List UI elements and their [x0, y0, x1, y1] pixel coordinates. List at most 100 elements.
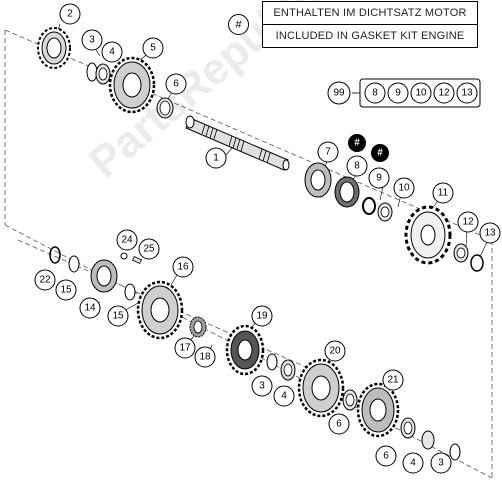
screw-24 [120, 252, 128, 260]
part-callout-1: 1 [205, 147, 227, 169]
washer-15-left [68, 255, 80, 273]
hash-mark-label: # [377, 148, 383, 159]
kit-part-label: 13 [461, 88, 473, 99]
needle-bearing-18 [189, 316, 207, 338]
part-callout-18: 18 [194, 346, 216, 368]
gear-2 [37, 27, 71, 69]
part-callout-19: 19 [251, 305, 273, 327]
part-callout-label: 20 [329, 346, 341, 357]
part-callout-14: 14 [79, 297, 101, 319]
bushing-4-bottom [421, 430, 435, 450]
part-callout-label: 18 [199, 352, 211, 363]
sprocket-11 [404, 205, 452, 265]
part-callout-label: 15 [112, 311, 124, 322]
part-callout-12: 12 [457, 211, 479, 233]
main-shaft-1 [185, 115, 290, 171]
part-callout-label: 15 [60, 285, 72, 296]
part-callout-label: 11 [438, 188, 449, 199]
part-callout-label: 17 [179, 343, 191, 354]
bushing-6-middle [342, 389, 358, 411]
part-callout-4: 4 [273, 385, 295, 407]
kit-part-9: 9 [387, 82, 409, 104]
gear-16 [136, 280, 184, 340]
part-callout-label: 4 [109, 47, 115, 58]
washer-3-bottom [449, 443, 461, 461]
bushing-6-top [156, 97, 174, 119]
part-callout-4: 4 [101, 41, 123, 63]
nut-13 [470, 254, 484, 272]
kit-part-label: 10 [415, 88, 427, 99]
o-ring-9 [362, 197, 376, 215]
bushing-4-middle [280, 359, 296, 381]
legend-divider [263, 24, 477, 25]
bushing-6-bottom [400, 417, 416, 439]
legend-box: ENTHALTEN IM DICHTSATZ MOTOR INCLUDED IN… [262, 1, 478, 48]
part-callout-8: 8 [346, 155, 368, 177]
part-callout-20: 20 [324, 340, 346, 362]
part-callout-label: 4 [410, 458, 416, 469]
part-callout-label: 7 [325, 147, 331, 158]
legend-line-de: ENTHALTEN IM DICHTSATZ MOTOR [273, 7, 467, 19]
part-callout-label: 16 [177, 262, 189, 273]
part-callout-label: 1 [213, 153, 219, 164]
part-callout-3: 3 [430, 452, 452, 474]
bearing-14 [90, 259, 118, 293]
part-callout-6: 6 [328, 413, 350, 435]
pin-25 [131, 255, 143, 265]
part-callout-15: 15 [55, 279, 77, 301]
part-callout-21: 21 [382, 369, 404, 391]
kit-part-10: 10 [410, 82, 432, 104]
kit-part-12: 12 [433, 82, 455, 104]
hash-mark-label: # [354, 138, 360, 149]
part-callout-9: 9 [368, 167, 390, 189]
part-callout-7: 7 [317, 141, 339, 163]
gasket-kit-hash-mark: # [348, 134, 366, 152]
gear-19 [225, 324, 265, 376]
part-callout-2: 2 [59, 3, 81, 25]
part-callout-label: 3 [89, 35, 95, 46]
part-callout-label: 9 [376, 173, 382, 184]
part-callout-10: 10 [393, 177, 415, 199]
part-callout-label: 6 [336, 419, 342, 430]
part-callout-label: 6 [173, 79, 179, 90]
part-callout-label: 19 [256, 311, 268, 322]
part-callout-5: 5 [142, 37, 164, 59]
gear-20 [297, 358, 345, 418]
bushing-4-top [95, 63, 111, 85]
part-callout-22: 22 [34, 269, 56, 291]
kit-part-13: 13 [456, 82, 478, 104]
spacer-10 [377, 202, 393, 222]
part-callout-16: 16 [172, 256, 194, 278]
kit-part-label: 8 [372, 88, 378, 99]
gear-21 [356, 382, 400, 438]
kit-number-label: 99 [333, 88, 345, 99]
part-callout-24: 24 [116, 229, 138, 251]
gasket-kit-hash-mark: # [371, 144, 389, 162]
part-callout-label: 3 [438, 458, 444, 469]
kit-number-callout: 99 [327, 81, 351, 105]
part-callout-label: 6 [383, 451, 389, 462]
circlip-22 [49, 246, 61, 264]
legend-line-en: INCLUDED IN GASKET KIT ENGINE [275, 30, 465, 42]
part-callout-25: 25 [138, 238, 160, 260]
part-callout-17: 17 [174, 337, 196, 359]
kit-part-label: 9 [395, 88, 401, 99]
part-callout-label: 10 [398, 183, 410, 194]
legend-hash-symbol: # [228, 14, 249, 35]
part-callout-6: 6 [375, 445, 397, 467]
part-callout-3: 3 [251, 375, 273, 397]
part-callout-15: 15 [107, 305, 129, 327]
part-callout-label: 25 [143, 244, 155, 255]
part-callout-label: 3 [259, 381, 265, 392]
part-callout-11: 11 [432, 182, 454, 204]
part-callout-label: 12 [462, 217, 474, 228]
part-callout-label: 14 [84, 303, 96, 314]
kit-part-8: 8 [364, 82, 386, 104]
part-callout-label: 22 [39, 275, 51, 286]
part-callout-label: 24 [121, 235, 133, 246]
part-callout-6: 6 [165, 73, 187, 95]
part-callout-3: 3 [81, 29, 103, 51]
